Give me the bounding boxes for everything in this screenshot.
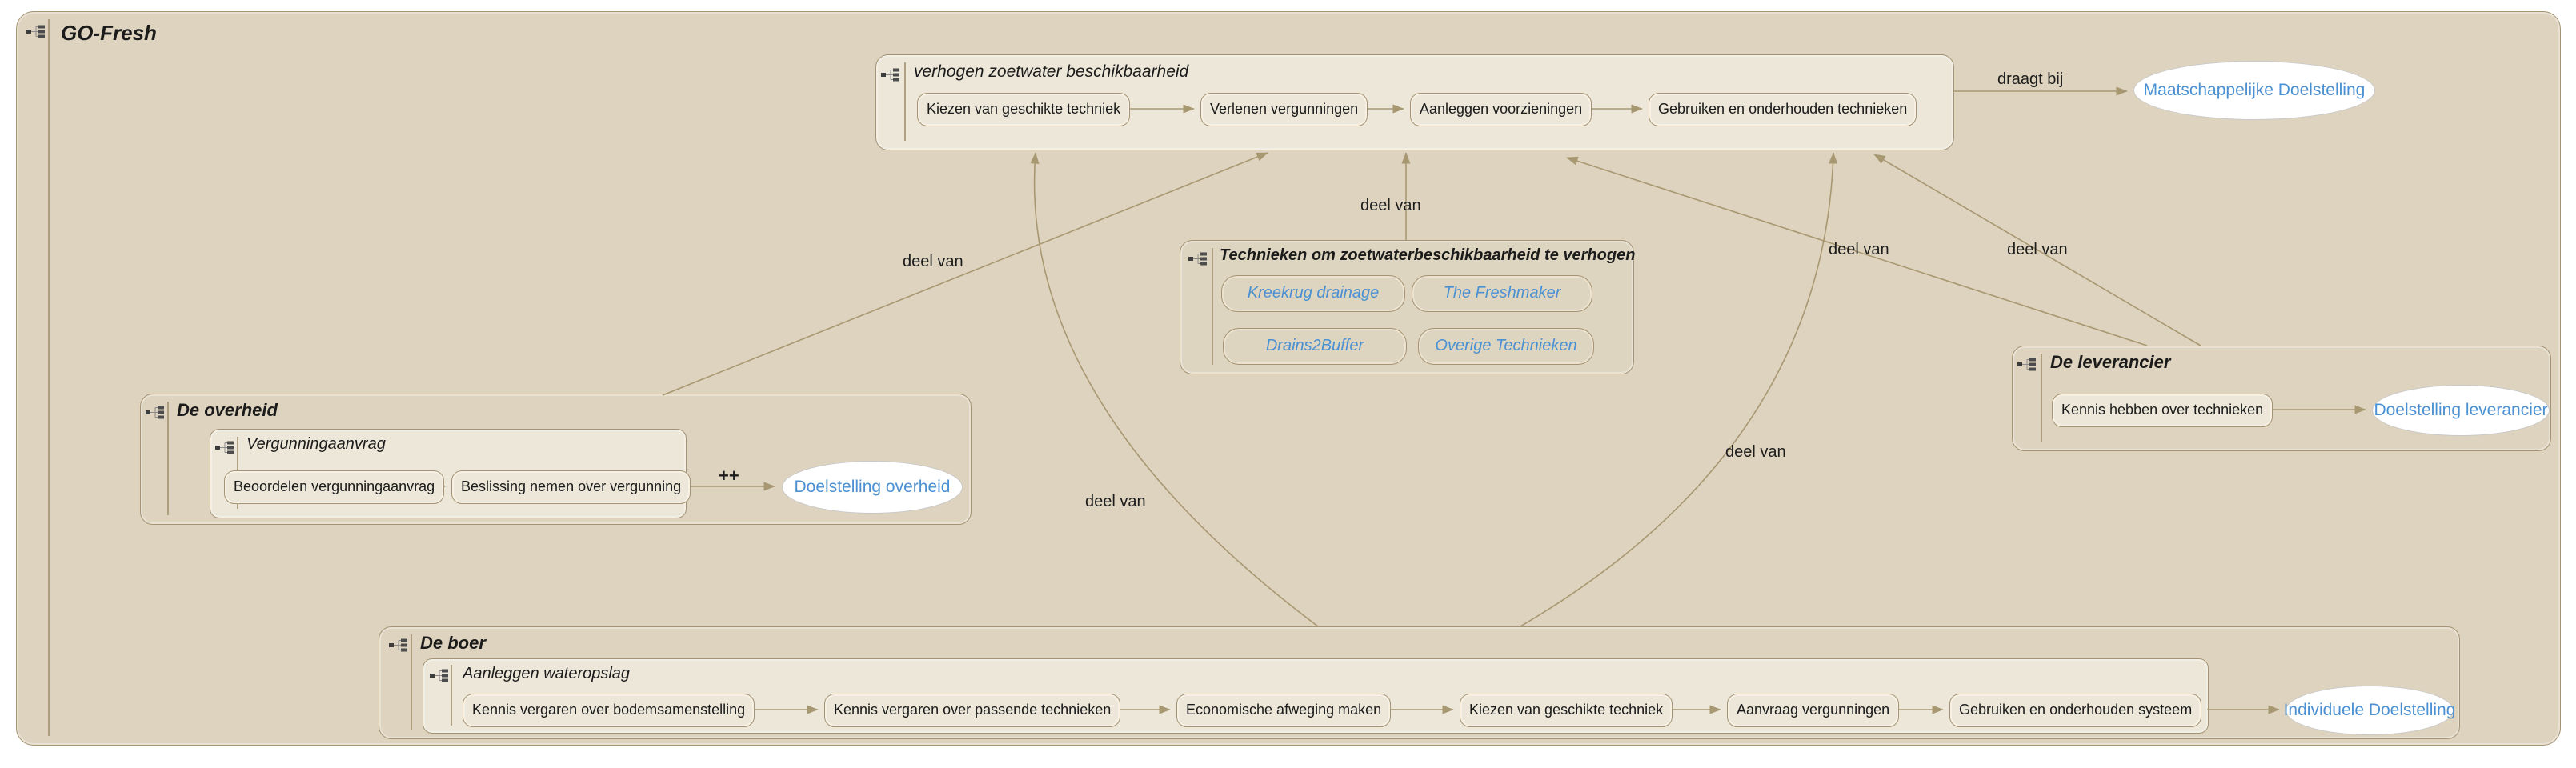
goal-doelstelling-overheid[interactable]: Doelstelling overheid: [782, 461, 963, 514]
edge-label-draagt-bij: draagt bij: [1997, 70, 2064, 88]
goal-maatschappelijke-doelstelling[interactable]: Maatschappelijke Doelstelling: [2133, 61, 2375, 120]
leverancier-title: De leverancier: [2050, 352, 2171, 372]
tree-icon: [2017, 358, 2036, 371]
pill-overige-technieken[interactable]: Overige Technieken: [1418, 328, 1594, 365]
technieken-divider: [1212, 248, 1213, 365]
pill-the-freshmaker[interactable]: The Freshmaker: [1412, 275, 1592, 312]
go-fresh-title: GO-Fresh: [61, 21, 157, 45]
edge-label-deel-van-boer-links: deel van: [1085, 493, 1146, 510]
wateropslag-divider: [451, 665, 452, 726]
task-kiezen-techniek[interactable]: Kiezen van geschikte techniek: [917, 93, 1131, 126]
wateropslag-title: Aanleggen wateropslag: [463, 665, 631, 682]
task-kennis-passende-technieken[interactable]: Kennis vergaren over passende technieken: [824, 694, 1121, 727]
task-kennis-hebben-technieken[interactable]: Kennis hebben over technieken: [2052, 394, 2274, 427]
task-aanvraag-vergunningen[interactable]: Aanvraag vergunningen: [1727, 694, 1900, 727]
edge-label-deel-van-leverancier-2: deel van: [2007, 241, 2068, 258]
edge-label-contribution: ++: [719, 466, 739, 486]
tree-icon: [881, 68, 899, 82]
leverancier-divider: [2041, 354, 2042, 442]
tree-icon: [146, 406, 164, 419]
task-gebruiken-onderhouden-technieken[interactable]: Gebruiken en onderhouden technieken: [1649, 93, 1917, 126]
task-beoordelen-vergunningaanvrag[interactable]: Beoordelen vergunningaanvrag: [224, 470, 445, 504]
tree-icon: [389, 638, 407, 652]
pill-kreekrug-drainage[interactable]: Kreekrug drainage: [1221, 275, 1405, 312]
task-kiezen-techniek-boer[interactable]: Kiezen van geschikte techniek: [1460, 694, 1673, 727]
overheid-title: De overheid: [177, 400, 278, 420]
task-economische-afweging[interactable]: Economische afweging maken: [1176, 694, 1392, 727]
task-beslissing-nemen[interactable]: Beslissing nemen over vergunning: [451, 470, 691, 504]
task-kennis-bodemsamenstelling[interactable]: Kennis vergaren over bodemsamenstelling: [463, 694, 755, 727]
goal-doelstelling-leverancier[interactable]: Doelstelling leverancier: [2372, 385, 2550, 436]
task-verlenen-vergunningen[interactable]: Verlenen vergunningen: [1200, 93, 1368, 126]
task-aanleggen-voorzieningen[interactable]: Aanleggen voorzieningen: [1410, 93, 1592, 126]
edge-label-deel-van-overheid: deel van: [903, 253, 963, 270]
goal-individuele-doelstelling[interactable]: Individuele Doelstelling: [2284, 686, 2455, 735]
edge-label-deel-van-boer-rechts: deel van: [1725, 443, 1786, 461]
overheid-divider: [167, 402, 169, 515]
technieken-title: Technieken om zoetwaterbeschikbaarheid t…: [1220, 246, 1636, 264]
boer-divider: [411, 634, 412, 730]
task-gebruiken-onderhouden-systeem[interactable]: Gebruiken en onderhouden systeem: [1949, 694, 2202, 727]
vergunningaanvrag-title: Vergunningaanvrag: [246, 435, 386, 453]
pill-drains2buffer[interactable]: Drains2Buffer: [1223, 328, 1407, 365]
go-fresh-divider: [48, 19, 50, 736]
boer-title: De boer: [420, 633, 486, 653]
edge-label-deel-van-leverancier-1: deel van: [1829, 241, 1889, 258]
tree-icon: [430, 669, 448, 682]
verhogen-title: verhogen zoetwater beschikbaarheid: [914, 62, 1189, 81]
tree-icon: [215, 441, 234, 454]
verhogen-divider: [904, 62, 906, 141]
tree-icon: [26, 25, 45, 38]
tree-icon: [1188, 252, 1207, 266]
edge-label-deel-van-technieken: deel van: [1360, 197, 1421, 214]
